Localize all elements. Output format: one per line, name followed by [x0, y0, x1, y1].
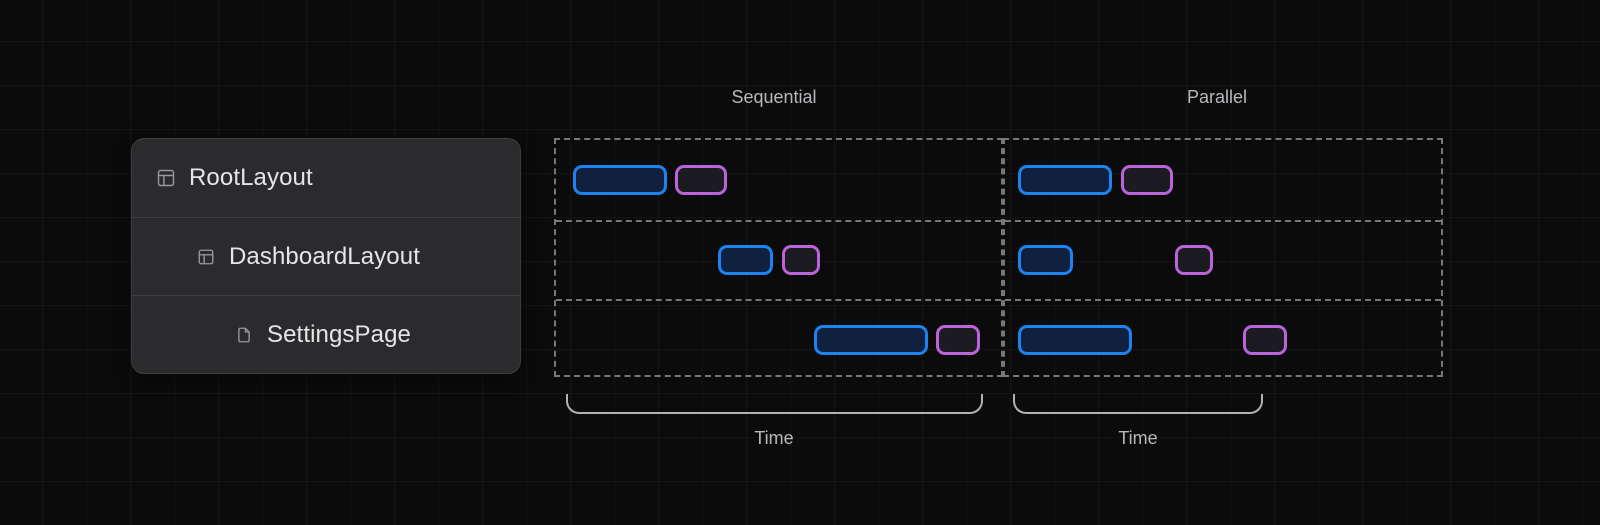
timeline-lane-dashboardlayout — [556, 219, 1001, 300]
tree-row-label: RootLayout — [189, 164, 313, 191]
paint-bar[interactable] — [1121, 164, 1173, 195]
tree-row-dashboardlayout[interactable]: DashboardLayout — [132, 217, 520, 295]
paint-bar[interactable] — [936, 324, 980, 355]
layout-panel-icon — [155, 167, 177, 189]
timeline-lane-settingspage — [556, 299, 1001, 379]
render-bar[interactable] — [814, 324, 928, 355]
paint-bar[interactable] — [675, 164, 727, 195]
tree-row-settingspage[interactable]: SettingsPage — [132, 295, 520, 373]
time-bracket-sequential — [566, 394, 983, 414]
tree-row-rootlayout[interactable]: RootLayout — [132, 139, 520, 217]
timeline-box-parallel — [1003, 138, 1443, 377]
render-bar[interactable] — [573, 164, 667, 195]
tree-row-label: SettingsPage — [267, 320, 411, 348]
group-title-sequential: Sequential — [731, 87, 817, 107]
time-axis-label-parallel: Time — [1118, 428, 1158, 448]
render-bar[interactable] — [1018, 164, 1112, 195]
component-tree-panel: RootLayout DashboardLayout SettingsPage — [131, 138, 521, 374]
render-bar[interactable] — [1018, 324, 1132, 355]
timeline-lane-settingspage — [1005, 299, 1441, 379]
paint-bar[interactable] — [1243, 324, 1287, 355]
group-title-parallel: Parallel — [1186, 87, 1248, 107]
tree-row-label: DashboardLayout — [229, 242, 420, 270]
paint-bar[interactable] — [782, 245, 820, 276]
timeline-box-sequential — [554, 138, 1003, 377]
layout-panel-icon — [195, 246, 217, 268]
time-bracket-parallel — [1013, 394, 1263, 414]
time-axis-label-sequential: Time — [754, 428, 794, 448]
timeline-lane-rootlayout — [1005, 140, 1441, 220]
render-bar[interactable] — [1018, 245, 1073, 276]
timeline-lane-dashboardlayout — [1005, 219, 1441, 300]
paint-bar[interactable] — [1175, 245, 1213, 276]
render-bar[interactable] — [718, 245, 773, 276]
file-document-icon — [233, 324, 255, 346]
timeline-lane-rootlayout — [556, 140, 1001, 220]
